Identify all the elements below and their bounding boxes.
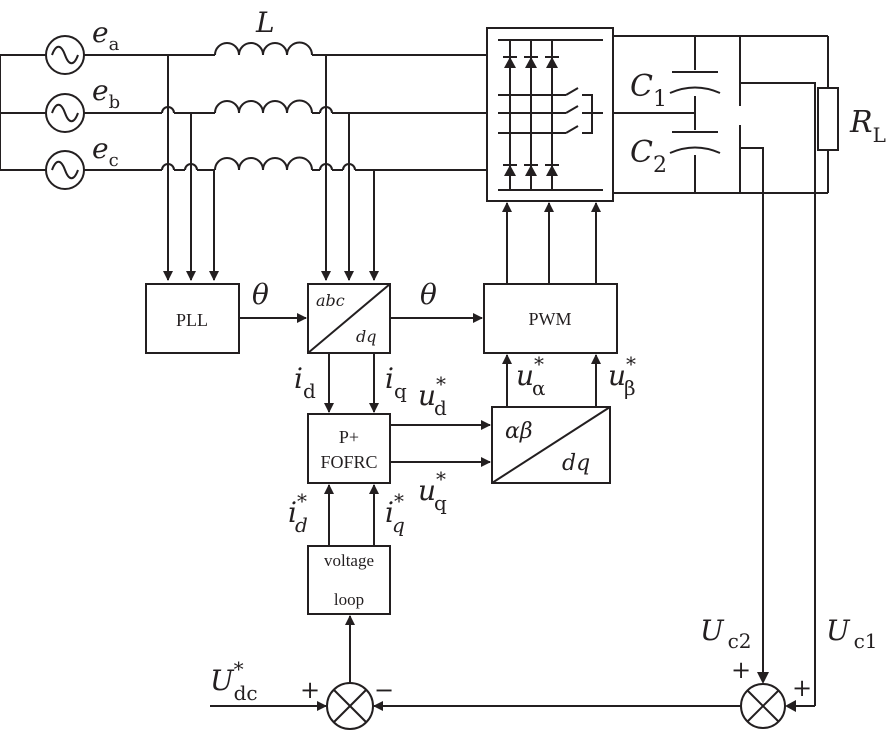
inductor-b	[214, 99, 313, 114]
abc-dq-block	[307, 283, 391, 354]
alphabeta-dq-block	[491, 406, 611, 484]
current-sense-lines	[321, 55, 379, 281]
voltage-sensor-1	[739, 60, 816, 706]
controller-block	[307, 413, 391, 484]
voltage-loop-block	[307, 545, 391, 615]
capacitor-c1-label: C1	[630, 69, 667, 112]
source-b-label: eb	[92, 74, 120, 113]
pwm-label: PWM	[528, 309, 571, 329]
id-ref-label: i*d	[288, 489, 308, 537]
pwm-block	[483, 283, 618, 354]
capacitor-c2	[669, 131, 721, 154]
load-resistor	[817, 36, 839, 193]
iq-ref-label: i*q	[385, 489, 405, 537]
signal-arrows	[210, 202, 815, 712]
inductor-label: L	[255, 6, 275, 39]
left-plus-sign: +	[300, 676, 320, 704]
dc-link	[613, 35, 828, 194]
pll-sense-lines	[163, 55, 219, 281]
ubeta-ref-label: u*β	[608, 352, 636, 400]
udc-ref-label: U*dc	[210, 657, 258, 705]
ac-source-c	[45, 150, 85, 190]
ud-ref-label: u*d	[418, 372, 447, 420]
ac-source-a	[45, 35, 85, 75]
id-label: id	[294, 362, 316, 403]
capacitor-c1	[669, 71, 721, 94]
voltage-sensor-2	[739, 125, 769, 684]
ac-source-b	[45, 93, 85, 133]
left-minus-sign: −	[374, 676, 394, 704]
theta-label-1: θ	[252, 278, 269, 311]
voltage-loop-label-2: loop	[334, 590, 364, 609]
alphabeta-label: αβ	[505, 419, 533, 444]
rectifier-bridge	[486, 27, 614, 202]
load-label: RL	[849, 105, 886, 147]
controller-label-2: FOFRC	[320, 452, 377, 472]
ualpha-ref-label: u*α	[516, 352, 546, 400]
inductor-c	[214, 156, 313, 171]
right-plus-sign-uc1: +	[792, 674, 812, 702]
voltage-loop-label-1: voltage	[324, 551, 374, 570]
inductor-a	[214, 41, 313, 56]
source-a-label: ea	[92, 16, 120, 55]
controller-label-1: P+	[339, 427, 359, 447]
summing-junction-right	[740, 683, 786, 729]
pll-label: PLL	[176, 310, 208, 330]
iq-label: iq	[385, 362, 407, 403]
uq-ref-label: u*q	[418, 467, 447, 515]
capacitor-c2-label: C2	[630, 135, 667, 178]
dq-label-2: dq	[562, 451, 590, 476]
right-plus-sign-uc2: +	[731, 656, 751, 684]
dq-label-1: dq	[356, 327, 376, 346]
summing-junction-left	[326, 682, 374, 730]
source-c-label: ec	[92, 132, 119, 171]
abc-label: abc	[316, 291, 345, 310]
theta-label-2: θ	[420, 278, 437, 311]
